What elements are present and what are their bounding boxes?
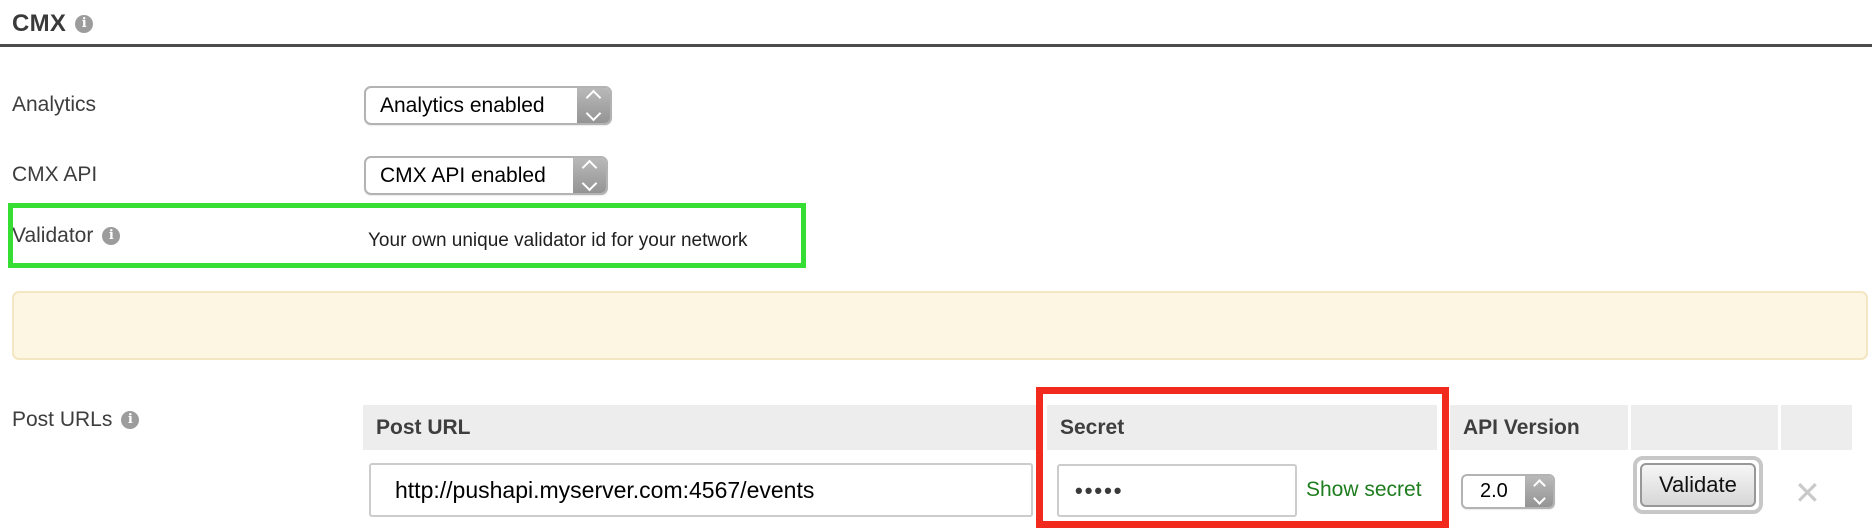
- select-stepper: [573, 158, 606, 193]
- chevron-up-icon: [1532, 478, 1546, 492]
- validator-description: Your own unique validator id for your ne…: [368, 230, 748, 251]
- cmx-api-select-value: CMX API enabled: [380, 163, 546, 187]
- api-version-select-value: 2.0: [1480, 480, 1508, 502]
- select-stepper: [577, 88, 610, 123]
- select-stepper: [1525, 476, 1553, 507]
- post-urls-label-row: Post URLs i: [12, 408, 140, 432]
- validate-button-label[interactable]: Validate: [1640, 463, 1756, 507]
- analytics-select-value: Analytics enabled: [380, 93, 545, 117]
- column-header-post-url: Post URL: [363, 405, 1041, 450]
- chevron-down-icon: [581, 175, 598, 192]
- info-icon[interactable]: i: [121, 411, 140, 429]
- section-divider: [0, 44, 1872, 47]
- chevron-up-icon: [581, 159, 598, 176]
- column-header-secret: Secret: [1047, 405, 1437, 450]
- validator-label-row: Validator i: [12, 224, 121, 248]
- validator-label: Validator: [12, 224, 94, 247]
- column-header-empty: [1781, 405, 1852, 450]
- cmx-api-label: CMX API: [12, 163, 98, 186]
- info-icon[interactable]: i: [75, 15, 94, 33]
- cmx-api-select[interactable]: CMX API enabled: [364, 156, 608, 195]
- validate-button[interactable]: Validate: [1633, 456, 1763, 514]
- analytics-label: Analytics: [12, 93, 97, 116]
- chevron-down-icon: [1532, 491, 1546, 505]
- show-secret-link[interactable]: Show secret: [1306, 478, 1422, 501]
- post-url-input[interactable]: [369, 463, 1033, 517]
- column-header-api-version: API Version: [1450, 405, 1628, 450]
- chevron-down-icon: [585, 105, 602, 122]
- section-heading: CMX i: [12, 10, 94, 38]
- notice-banner: [12, 291, 1868, 360]
- post-urls-label: Post URLs: [12, 408, 113, 431]
- remove-icon[interactable]: ✕: [1794, 475, 1821, 511]
- secret-input[interactable]: [1057, 464, 1297, 517]
- column-header-empty: [1631, 405, 1778, 450]
- page-title: CMX: [12, 10, 67, 37]
- info-icon[interactable]: i: [102, 227, 121, 245]
- api-version-select[interactable]: 2.0: [1461, 474, 1555, 509]
- chevron-up-icon: [585, 89, 602, 106]
- analytics-select[interactable]: Analytics enabled: [364, 86, 612, 125]
